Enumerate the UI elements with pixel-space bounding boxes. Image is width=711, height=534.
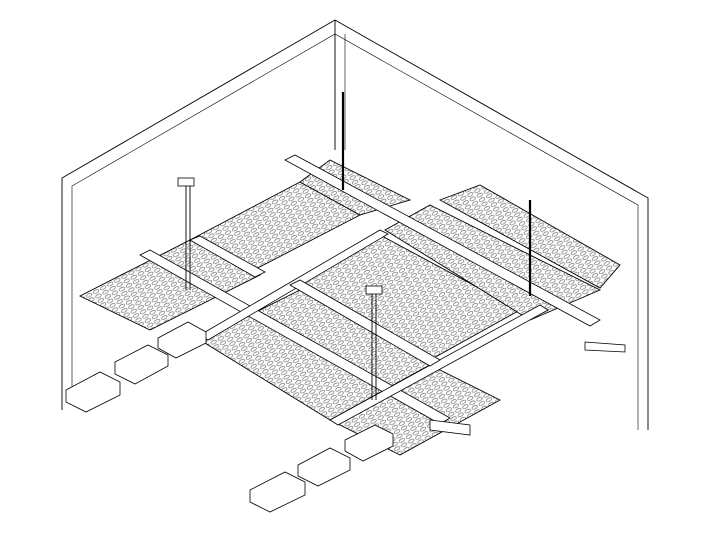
hangers (177, 92, 532, 400)
hanger-bracket (177, 177, 195, 187)
channel-profile (157, 321, 207, 359)
cross-rail (189, 235, 266, 278)
channel-profile (344, 424, 394, 462)
channel-profile (249, 471, 306, 513)
channel-profile (114, 344, 169, 385)
carrier-rail (284, 154, 601, 327)
channel-profile (297, 447, 351, 487)
loose-profiles (65, 321, 626, 513)
end-bracket (429, 419, 471, 436)
cross-rail (289, 279, 441, 367)
cross-rail (329, 304, 549, 426)
end-bracket (584, 341, 626, 353)
room-walls (61, 19, 649, 430)
carrier-rail (139, 249, 451, 425)
main-carriers (139, 154, 601, 426)
hanger-bracket (365, 285, 383, 295)
channel-profile (65, 371, 121, 413)
